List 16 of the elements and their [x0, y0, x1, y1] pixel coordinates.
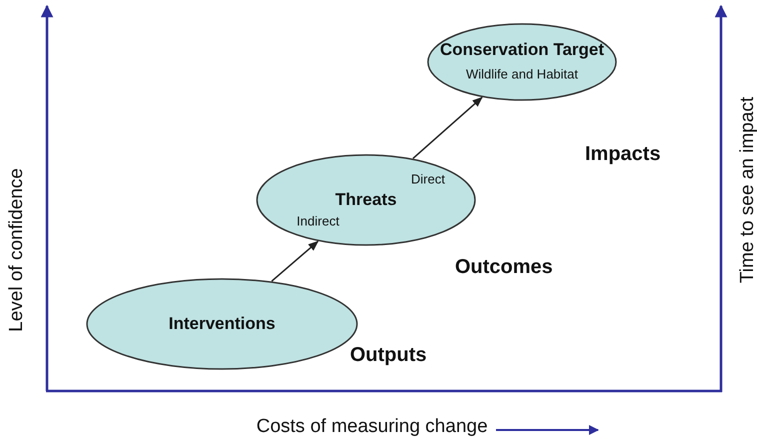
axis-label: Time to see an impact — [737, 96, 757, 284]
node-text: Direct — [411, 172, 445, 186]
arrow — [271, 240, 319, 282]
stage-label: Impacts — [585, 143, 661, 166]
axis-label: Costs of measuring change — [256, 416, 488, 438]
node-title: Interventions — [168, 314, 276, 334]
node-title: Threats — [335, 190, 397, 210]
stage-label: Outputs — [350, 344, 427, 367]
ellipse-node — [256, 154, 476, 246]
axis-label: Level of confidence — [6, 168, 28, 332]
node-title: Conservation Target — [440, 40, 604, 60]
stage-label: Outcomes — [455, 256, 553, 279]
ellipse-node — [427, 23, 617, 101]
node-text: Indirect — [296, 214, 340, 228]
arrow — [412, 96, 483, 159]
node-text: Wildlife and Habitat — [466, 66, 578, 82]
